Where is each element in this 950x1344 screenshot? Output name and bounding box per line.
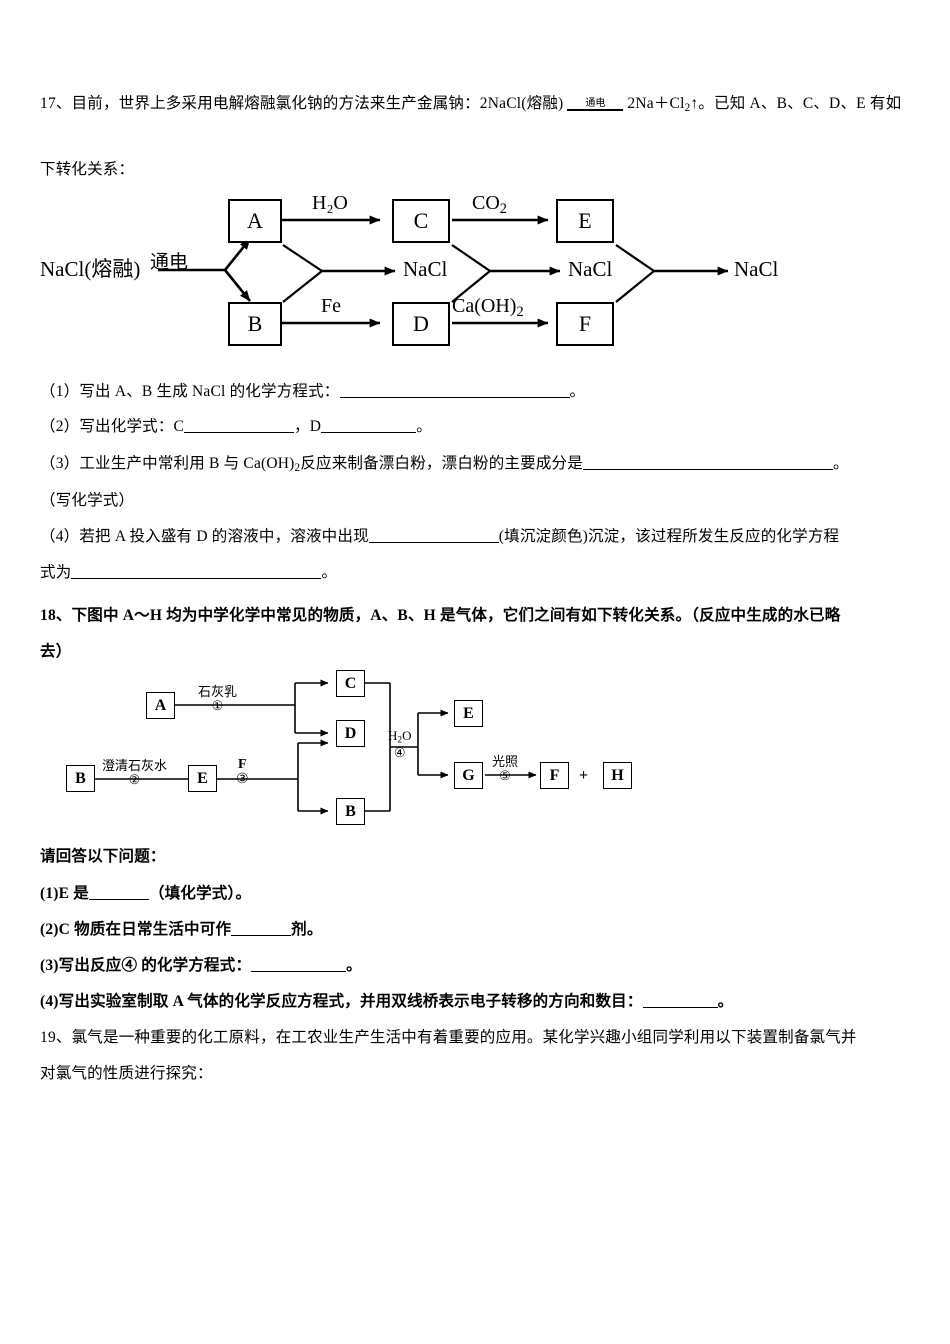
diagram-1-product-nacl-3: NaCl bbox=[734, 257, 779, 281]
question-19-stem: 19、氯气是一种重要的化工原料，在工农业生产生活中有着重要的应用。某化学兴趣小组… bbox=[40, 1029, 857, 1046]
diagram-2-box-e-right: E bbox=[454, 700, 483, 727]
diagram-2-box-e-mid: E bbox=[188, 765, 217, 792]
answer-blank[interactable] bbox=[582, 455, 833, 471]
diagram-1-connectors: split to A and B --> bbox=[158, 215, 729, 328]
transformation-diagram-1: split to A and B --> bbox=[40, 183, 840, 358]
diagram-1-label-caoh2: Ca(OH)2 bbox=[452, 295, 524, 321]
question-18-stem-line2: 去） bbox=[40, 643, 72, 660]
diagram-2-box-b-bottom: B bbox=[336, 798, 365, 825]
answer-blank[interactable] bbox=[368, 528, 499, 544]
question-17-item-3: （3）工业生产中常利用 B 与 Ca(OH)2反应来制备漂白粉，漂白粉的主要成分… bbox=[40, 455, 849, 475]
reaction-arrow-bar bbox=[567, 108, 624, 111]
diagram-2-connectors bbox=[95, 679, 537, 815]
question-17-stem-line2: 下转化关系： bbox=[40, 161, 135, 178]
diagram-2-box-d: D bbox=[336, 720, 365, 747]
diagram-1-box-c: C bbox=[392, 199, 450, 243]
diagram-2-box-g: G bbox=[454, 762, 483, 789]
question-17-text-part2: 2Na＋Cl2↑。已知 A、B、C、D、E 有如 bbox=[627, 95, 902, 115]
diagram-2-label-step4: H2O ④ bbox=[388, 728, 412, 761]
diagram-2-label-plus: + bbox=[579, 767, 589, 784]
electrolysis-condition-label: 通电 bbox=[585, 97, 606, 109]
question-18-item-1: (1)E 是（填化学式）。 bbox=[40, 885, 252, 902]
diagram-2-label-step3: F ③ bbox=[236, 757, 249, 787]
question-17-text-part1: 目前，世界上多采用电解熔融氯化钠的方法来生产金属钠：2NaCl(熔融) bbox=[71, 95, 564, 112]
diagram-1-product-nacl-2: NaCl bbox=[568, 257, 613, 281]
diagram-2-box-a: A bbox=[146, 692, 175, 719]
diagram-2-box-h: H bbox=[603, 762, 632, 789]
question-18-item-4: (4)写出实验室制取 A 气体的化学反应方程式，并用双线桥表示电子转移的方向和数… bbox=[40, 993, 734, 1010]
answer-blank[interactable] bbox=[71, 564, 322, 580]
question-18-prompt: 请回答以下问题： bbox=[40, 848, 166, 865]
question-19-stem-line2: 对氯气的性质进行探究： bbox=[40, 1065, 213, 1082]
diagram-1-source-condition: 通电 bbox=[150, 252, 189, 273]
diagram-2-box-f: F bbox=[540, 762, 569, 789]
question-17-number: 17、 bbox=[40, 95, 72, 112]
answer-blank[interactable] bbox=[184, 418, 295, 434]
electrolysis-arrow: 通电 bbox=[567, 97, 624, 111]
diagram-1-label-co2: CO2 bbox=[472, 192, 507, 218]
diagram-1-product-nacl-1: NaCl bbox=[403, 257, 448, 281]
question-17-item-4-line2: 式为。 bbox=[40, 564, 338, 581]
diagram-1-box-e: E bbox=[556, 199, 614, 243]
diagram-2-box-c: C bbox=[336, 670, 365, 697]
question-18-stem: 18、下图中 A～H 均为中学化学中常见的物质，A、B、H 是气体，它们之间有如… bbox=[40, 607, 841, 624]
diagram-1-box-a: A bbox=[228, 199, 282, 243]
answer-blank[interactable] bbox=[642, 993, 718, 1009]
transformation-diagram-2: A B C D B E E G F H 石灰乳 ① 澄清石灰水 ② F ③ H2… bbox=[40, 663, 660, 828]
diagram-1-label-h2o: H₂O bbox=[312, 192, 348, 214]
diagram-1-source-label: NaCl(熔融) bbox=[40, 257, 141, 281]
question-17-item-2: （2）写出化学式：C，D。 bbox=[40, 418, 432, 435]
answer-blank[interactable] bbox=[339, 383, 570, 399]
question-17-item-4: （4）若把 A 投入盛有 D 的溶液中，溶液中出现(填沉淀颜色)沉淀，该过程所发… bbox=[40, 528, 840, 545]
question-18-item-2: (2)C 物质在日常生活中可作剂。 bbox=[40, 921, 323, 938]
answer-blank[interactable] bbox=[251, 957, 347, 973]
diagram-2-box-b-left: B bbox=[66, 765, 95, 792]
diagram-1-box-b: B bbox=[228, 302, 282, 346]
question-17-item-1: （1）写出 A、B 生成 NaCl 的化学方程式：。 bbox=[40, 383, 586, 400]
diagram-2-label-step5: 光照 ⑤ bbox=[492, 754, 519, 783]
diagram-1-box-d: D bbox=[392, 302, 450, 346]
diagram-1-box-f: F bbox=[556, 302, 614, 346]
diagram-2-label-step2: 澄清石灰水 ② bbox=[102, 758, 168, 787]
answer-blank[interactable] bbox=[321, 418, 417, 434]
answer-blank[interactable] bbox=[231, 921, 292, 937]
question-18-item-3: (3)写出反应④ 的化学方程式：。 bbox=[40, 957, 362, 974]
diagram-1-label-fe: Fe bbox=[321, 295, 341, 317]
diagram-2-label-step1: 石灰乳 ① bbox=[198, 684, 238, 713]
answer-blank[interactable] bbox=[89, 885, 149, 901]
question-17-item-3-note: （写化学式） bbox=[40, 492, 135, 509]
question-17-stem: 17、目前，世界上多采用电解熔融氯化钠的方法来生产金属钠：2NaCl(熔融) 通电… bbox=[40, 92, 920, 117]
